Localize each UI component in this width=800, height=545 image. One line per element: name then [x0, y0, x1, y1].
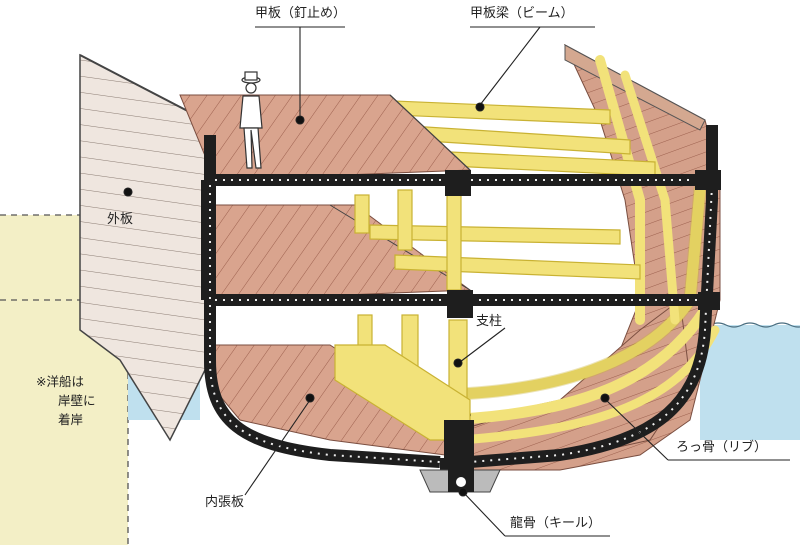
quay-note-line-3: 着岸: [58, 412, 84, 427]
pillars: [334, 189, 471, 441]
label-rib: ろっ骨（リブ）: [676, 440, 768, 455]
quay-note-line-2: 岸壁に: [58, 393, 96, 408]
label-deck: 甲板（釘止め）: [255, 6, 347, 21]
leader-lines: [123, 26, 790, 537]
keel: [419, 462, 501, 493]
deck-blocks: [444, 170, 721, 460]
middle-deck: [214, 204, 472, 301]
label-deck-beam: 甲板梁（ビーム）: [470, 6, 574, 21]
ribs: [413, 55, 720, 445]
quay-note-line-1: ※洋船は: [36, 374, 84, 389]
label-keel: 龍骨（キール）: [510, 516, 602, 531]
quay-note: ※洋船は 岸壁に 着岸: [36, 372, 96, 429]
frame-rivets: [209, 179, 713, 463]
deck-beams: [369, 99, 656, 280]
person-figure-icon: [239, 71, 263, 169]
label-pillar: 支柱: [476, 314, 503, 329]
label-outer-planking: 外板: [107, 212, 134, 227]
label-inner-planking: 内張板: [205, 495, 245, 510]
